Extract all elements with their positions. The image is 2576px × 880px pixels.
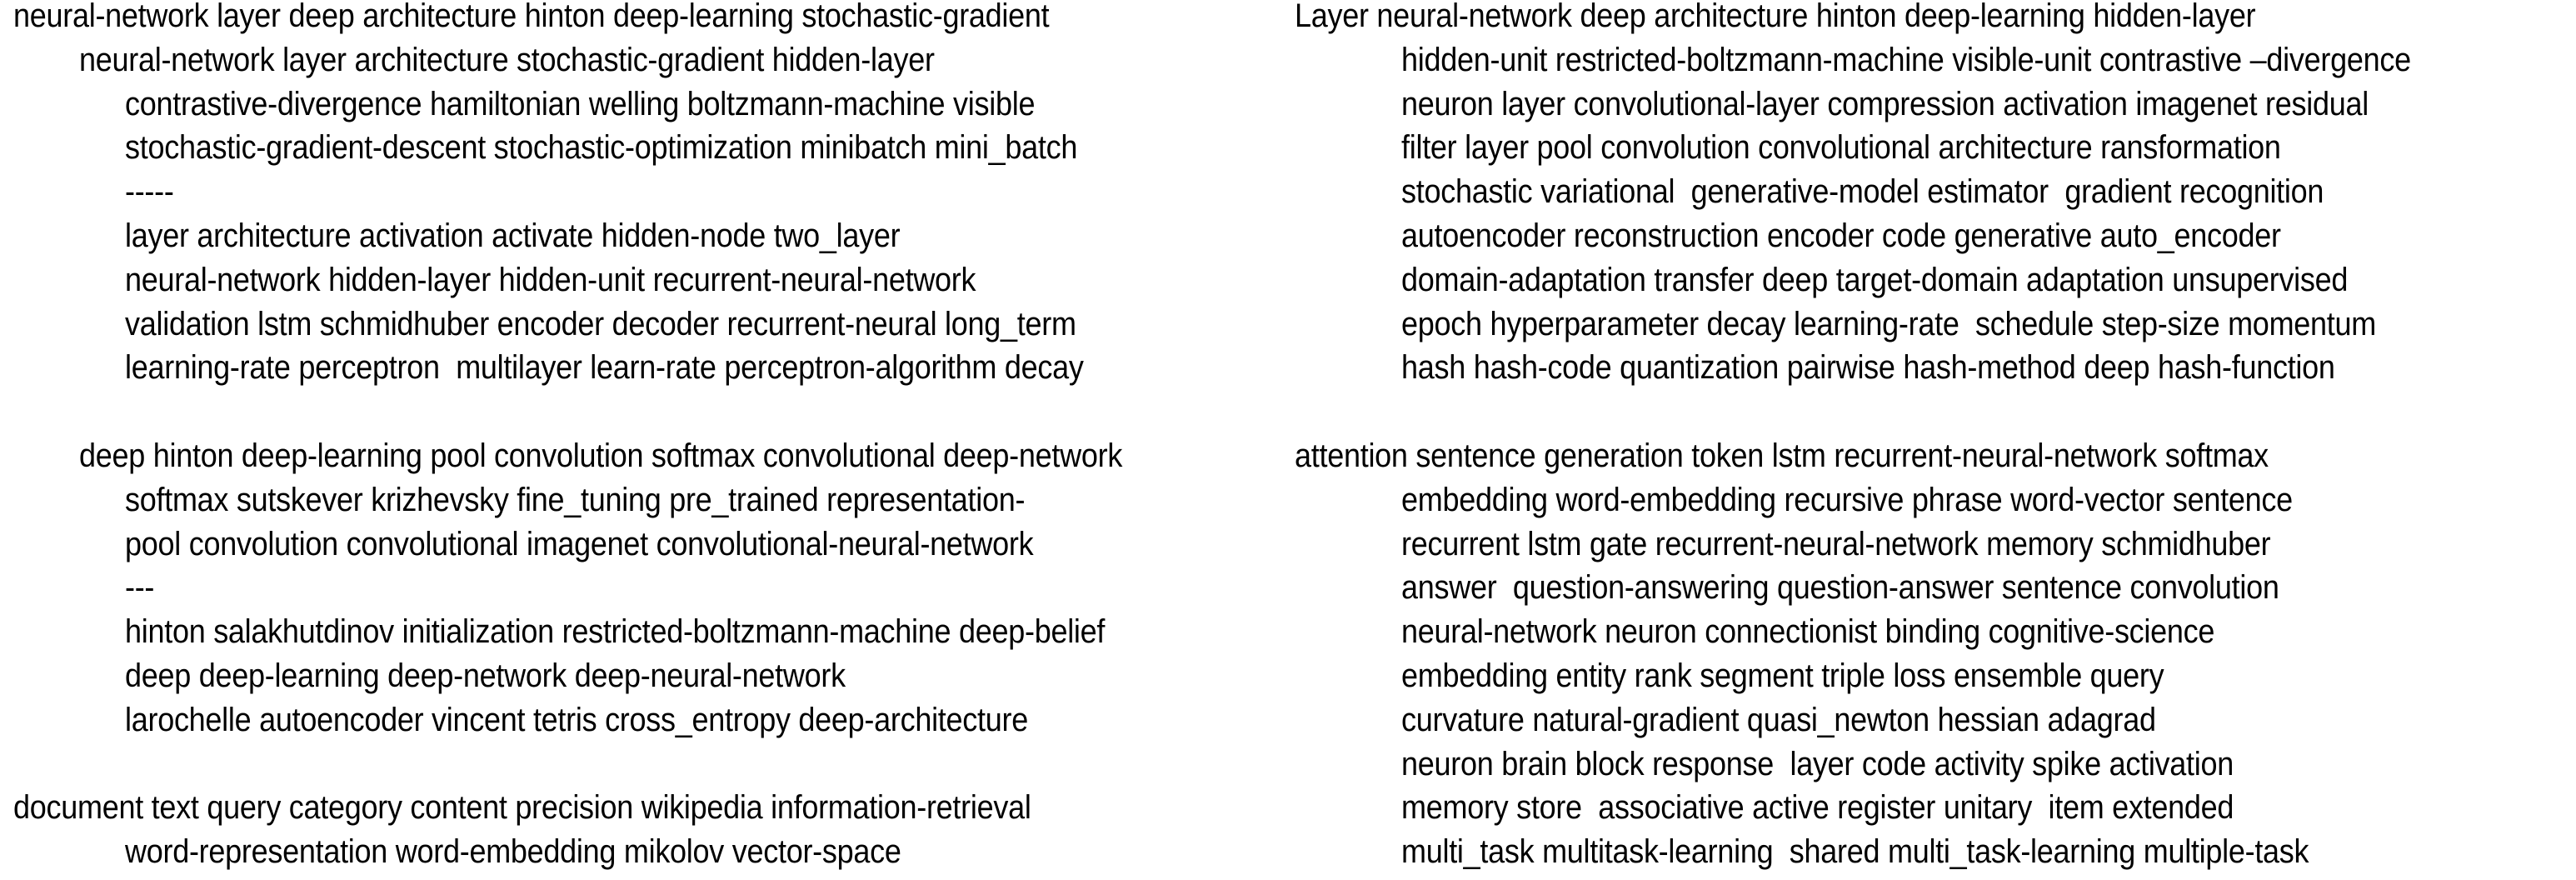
- topic-words-text: neural-network layer architecture stocha…: [79, 41, 935, 78]
- topic-words-text: validation lstm schmidhuber encoder deco…: [125, 305, 1076, 342]
- topic-words-text: document text query category content pre…: [13, 789, 1031, 827]
- topic-word-row: neural-network layer deep architecture h…: [0, 0, 1288, 38]
- topic-words-text: autoencoder reconstruction encoder code …: [1401, 217, 2281, 254]
- topic-word-row: embedding entity rank segment triple los…: [1291, 654, 2576, 698]
- topic-words-text: neural-network hidden-layer hidden-unit …: [125, 261, 976, 298]
- topic-words-text: Layer neural-network deep architecture h…: [1295, 0, 2256, 34]
- topic-words-text: deep hinton deep-learning pool convoluti…: [79, 437, 1123, 474]
- topic-words-text: softmax sutskever krizhevsky fine_tuning…: [125, 481, 1026, 518]
- topic-word-row: hash hash-code quantization pairwise has…: [1291, 346, 2576, 390]
- topic-words-text: hash hash-code quantization pairwise has…: [1401, 349, 2335, 387]
- topic-word-row: domain-adaptation transfer deep target-d…: [1291, 258, 2576, 302]
- topic-word-row: curvature natural-gradient quasi_newton …: [1291, 698, 2576, 742]
- topic-words-text: attention sentence generation token lstm…: [1295, 437, 2269, 474]
- topic-word-row: autoencoder reconstruction encoder code …: [1291, 214, 2576, 258]
- topic-words-text: stochastic-gradient-descent stochastic-o…: [125, 129, 1078, 167]
- topic-word-row: stochastic variational generative-model …: [1291, 170, 2576, 214]
- topic-words-text: contrastive-divergence hamiltonian welli…: [125, 85, 1036, 122]
- topic-words-text: recurrent lstm gate recurrent-neural-net…: [1401, 525, 2271, 562]
- topic-words-text: memory store associative active register…: [1401, 789, 2234, 827]
- blank-row: [0, 742, 1288, 787]
- topic-word-row: hidden-unit restricted-boltzmann-machine…: [1291, 38, 2576, 82]
- topic-words-text: pool convolution convolutional imagenet …: [125, 525, 1034, 562]
- topic-words-text: neural-network neuron connectionist bind…: [1401, 613, 2215, 651]
- topic-words-text: larochelle autoencoder vincent tetris cr…: [125, 701, 1028, 738]
- topic-list-left-column: neural-network layer deep architecture h…: [0, 0, 1288, 874]
- topic-word-row: contrastive-divergence hamiltonian welli…: [0, 82, 1288, 127]
- topic-word-row: neural-network layer architecture stocha…: [0, 38, 1288, 82]
- topic-word-row: neural-network neuron connectionist bind…: [1291, 610, 2576, 654]
- topic-words-text: curvature natural-gradient quasi_newton …: [1401, 701, 2156, 738]
- topic-word-row: memory store associative active register…: [1291, 786, 2576, 830]
- topic-words-text: neural-network layer deep architecture h…: [13, 0, 1050, 34]
- topic-words-text: ---: [125, 569, 155, 607]
- topic-word-row: Layer neural-network deep architecture h…: [1291, 0, 2576, 38]
- topic-word-row: neuron layer convolutional-layer compres…: [1291, 82, 2576, 127]
- topic-word-row: attention sentence generation token lstm…: [1291, 434, 2576, 478]
- topic-words-text: neuron brain block response layer code a…: [1401, 745, 2234, 782]
- topic-word-row: deep deep-learning deep-network deep-neu…: [0, 654, 1288, 698]
- topic-word-row: softmax sutskever krizhevsky fine_tuning…: [0, 478, 1288, 522]
- topic-words-text: embedding entity rank segment triple los…: [1401, 657, 2164, 694]
- blank-row: [0, 390, 1288, 434]
- topic-words-text: hinton salakhutdinov initialization rest…: [125, 613, 1106, 651]
- topic-word-row: hinton salakhutdinov initialization rest…: [0, 610, 1288, 654]
- topic-word-row: learning-rate perceptron multilayer lear…: [0, 346, 1288, 390]
- topic-word-row: epoch hyperparameter decay learning-rate…: [1291, 302, 2576, 347]
- topic-word-row: larochelle autoencoder vincent tetris cr…: [0, 698, 1288, 742]
- topic-words-text: answer question-answering question-answe…: [1401, 569, 2279, 607]
- topic-words-text: domain-adaptation transfer deep target-d…: [1401, 261, 2349, 298]
- topic-word-row: embedding word-embedding recursive phras…: [1291, 478, 2576, 522]
- topic-word-row: pool convolution convolutional imagenet …: [0, 522, 1288, 567]
- topic-words-text: -----: [125, 173, 174, 211]
- topic-words-text: hidden-unit restricted-boltzmann-machine…: [1401, 41, 2411, 78]
- topic-words-text: learning-rate perceptron multilayer lear…: [125, 349, 1084, 387]
- topic-words-text: stochastic variational generative-model …: [1401, 173, 2324, 211]
- topic-words-text: multi_task multitask-learning shared mul…: [1401, 833, 2309, 871]
- topic-words-text: filter layer pool convolution convolutio…: [1401, 129, 2281, 167]
- topic-words-text: embedding word-embedding recursive phras…: [1401, 481, 2293, 518]
- topic-word-row: word-representation word-embedding mikol…: [0, 830, 1288, 874]
- topic-word-row: validation lstm schmidhuber encoder deco…: [0, 302, 1288, 347]
- topic-list-right-column: Layer neural-network deep architecture h…: [1291, 0, 2576, 874]
- blank-row: [1291, 390, 2576, 434]
- topic-word-row: stochastic-gradient-descent stochastic-o…: [0, 126, 1288, 170]
- topic-word-row: neural-network hidden-layer hidden-unit …: [0, 258, 1288, 302]
- topic-word-row: layer architecture activation activate h…: [0, 214, 1288, 258]
- topic-word-row: multi_task multitask-learning shared mul…: [1291, 830, 2576, 874]
- topic-word-row: recurrent lstm gate recurrent-neural-net…: [1291, 522, 2576, 567]
- topic-words-text: layer architecture activation activate h…: [125, 217, 901, 254]
- topic-word-row: answer question-answering question-answe…: [1291, 566, 2576, 610]
- topic-word-row: -----: [0, 170, 1288, 214]
- topic-words-text: neuron layer convolutional-layer compres…: [1401, 85, 2369, 122]
- topic-word-row: ---: [0, 566, 1288, 610]
- topic-words-text: deep deep-learning deep-network deep-neu…: [125, 657, 846, 694]
- topic-words-text: word-representation word-embedding mikol…: [125, 833, 901, 871]
- topic-word-row: deep hinton deep-learning pool convoluti…: [0, 434, 1288, 478]
- topic-word-row: document text query category content pre…: [0, 786, 1288, 830]
- topic-word-row: filter layer pool convolution convolutio…: [1291, 126, 2576, 170]
- topic-word-row: neuron brain block response layer code a…: [1291, 742, 2576, 787]
- topic-words-text: epoch hyperparameter decay learning-rate…: [1401, 305, 2376, 342]
